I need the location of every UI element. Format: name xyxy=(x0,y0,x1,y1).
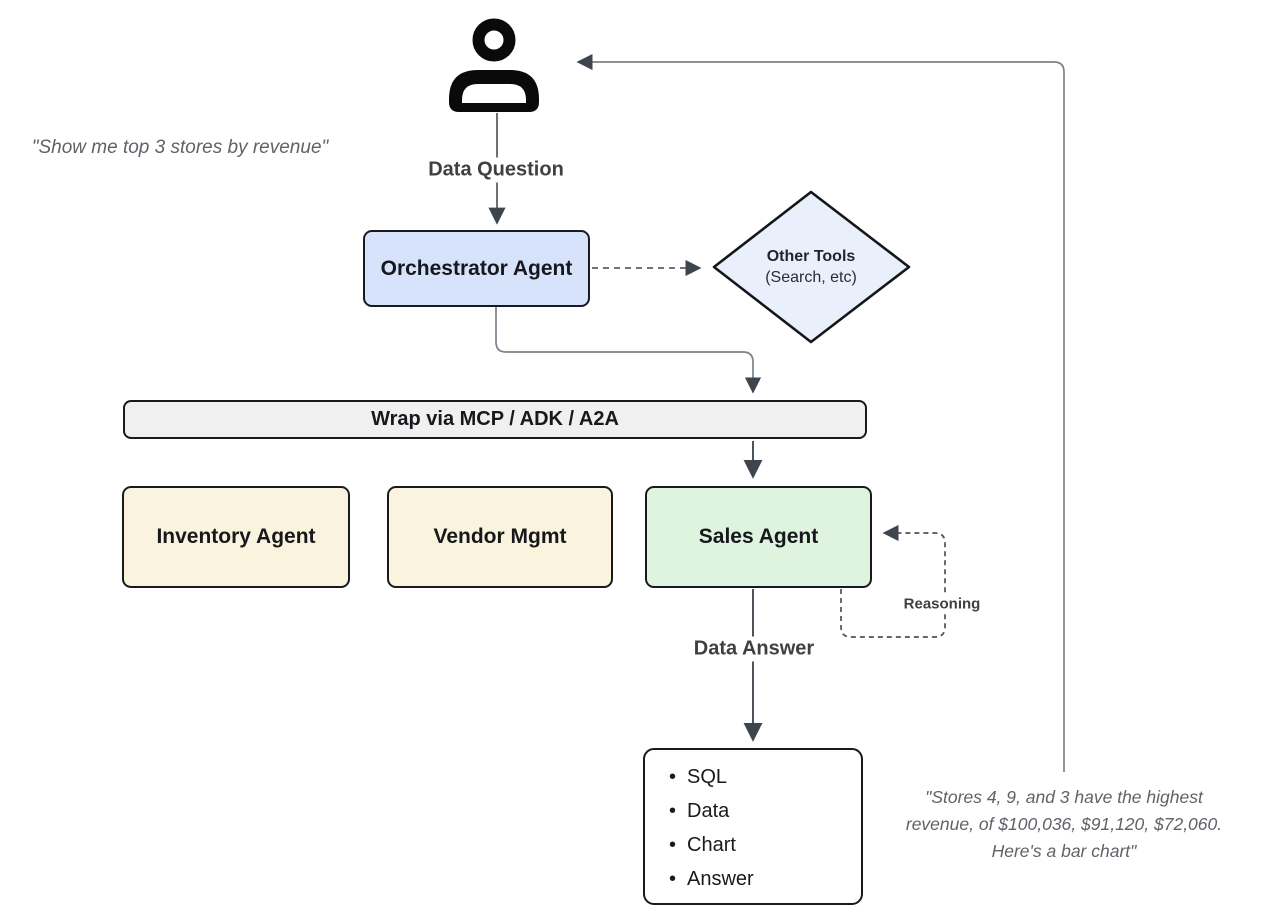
output-box-node: SQL Data Chart Answer xyxy=(643,748,863,905)
data-answer-label: Data Answer xyxy=(686,636,822,662)
user-question-quote: "Show me top 3 stores by revenue" xyxy=(31,137,329,158)
output-list-item: Data xyxy=(669,794,754,828)
reasoning-label: Reasoning xyxy=(896,594,988,614)
vendor-mgmt-node: Vendor Mgmt xyxy=(387,486,613,588)
output-list-item: Answer xyxy=(669,862,754,896)
reasoning-loop-arrow xyxy=(840,524,946,638)
final-answer-line: "Stores 4, 9, and 3 have the highest xyxy=(925,787,1203,807)
sales-agent-node: Sales Agent xyxy=(645,486,872,588)
output-list-item: Chart xyxy=(669,828,754,862)
other-tools-node-label: Other Tools (Search, etc) xyxy=(741,246,881,288)
data-question-label: Data Question xyxy=(421,157,571,183)
inventory-agent-node: Inventory Agent xyxy=(122,486,350,588)
final-answer-quote: "Stores 4, 9, and 3 have the highest rev… xyxy=(864,784,1264,865)
person-icon xyxy=(449,18,539,112)
final-answer-line: Here's a bar chart" xyxy=(991,841,1137,862)
final-answer-line: revenue, of $100,036, $91,120, $72,060. xyxy=(905,814,1223,835)
other-tools-diamond xyxy=(712,190,911,344)
wrap-mcp-adk-a2a-bar: Wrap via MCP / ADK / A2A xyxy=(123,400,867,439)
output-list: SQL Data Chart Answer xyxy=(645,760,754,896)
output-list-item: SQL xyxy=(669,760,754,794)
other-tools-title: Other Tools xyxy=(766,248,856,265)
other-tools-subtitle: (Search, etc) xyxy=(765,269,857,286)
orchestrator-to-wrap-connector xyxy=(495,307,762,394)
feedback-arrow xyxy=(576,53,1065,772)
orchestrator-agent-node: Orchestrator Agent xyxy=(363,230,590,307)
